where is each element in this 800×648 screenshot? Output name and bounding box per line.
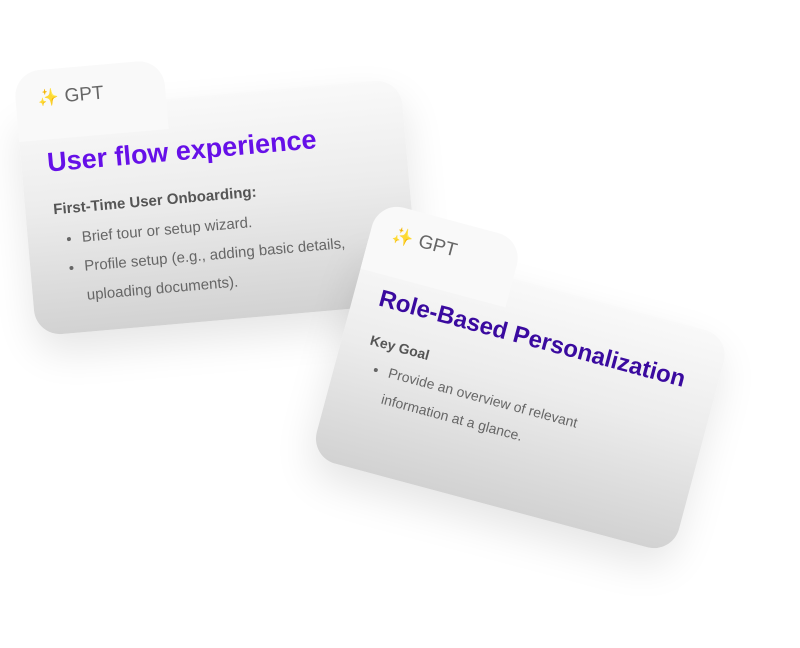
gpt-label: GPT <box>63 82 105 107</box>
role-personalization-card: ✨ GPT Role-Based Personalization Key Goa… <box>310 200 741 555</box>
sparkles-icon: ✨ <box>390 225 416 249</box>
sparkles-icon: ✨ <box>36 87 60 109</box>
